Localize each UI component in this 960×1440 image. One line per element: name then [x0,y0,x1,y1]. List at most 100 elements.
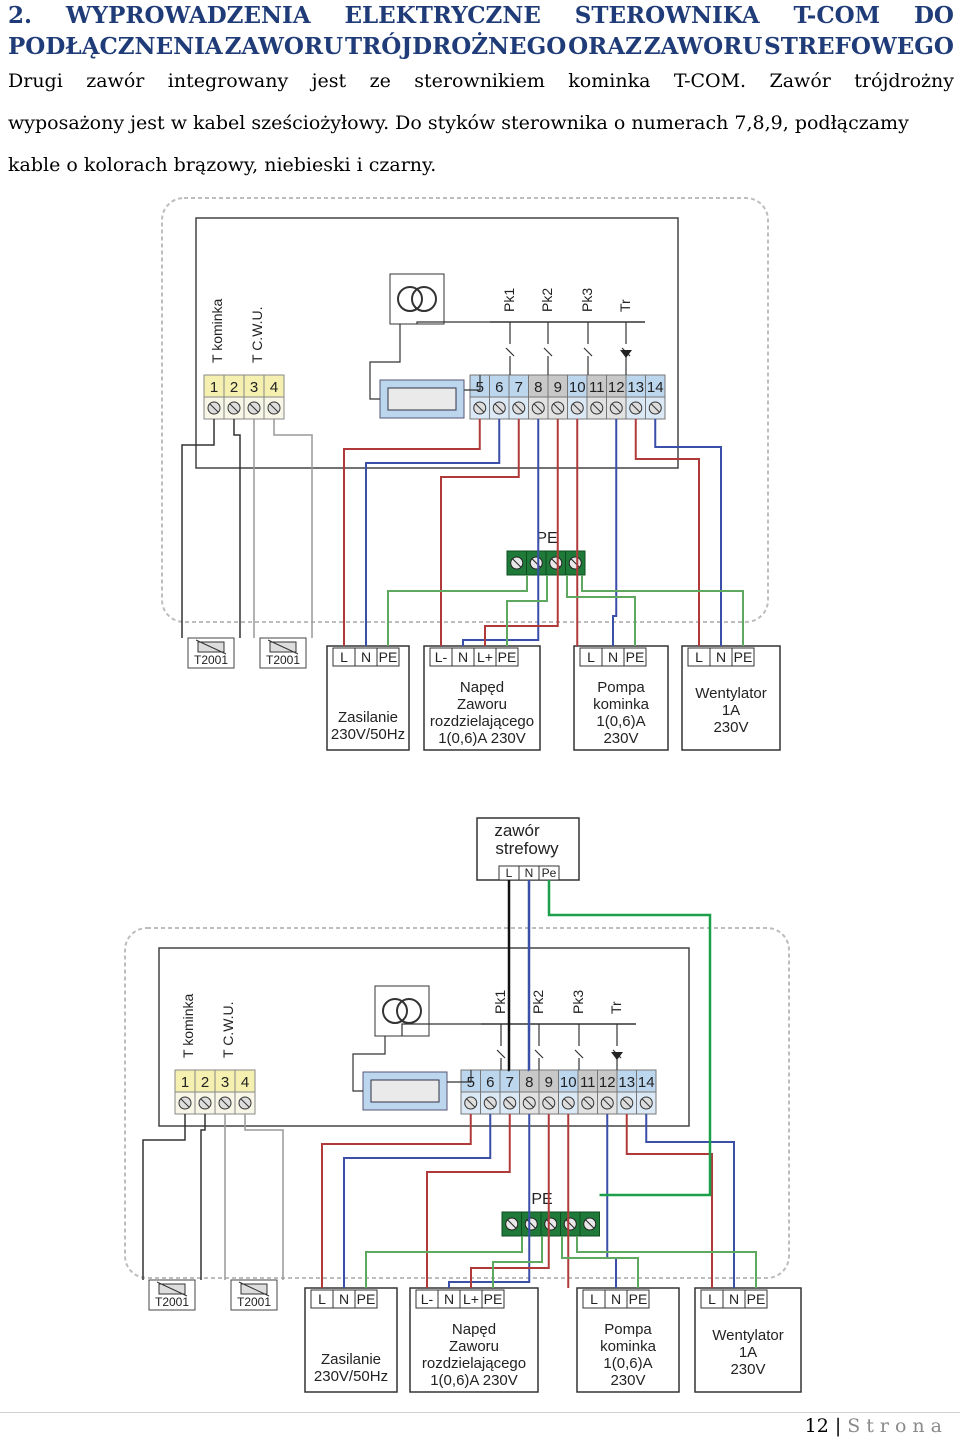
wire-brown [634,419,700,646]
controller-board [195,217,679,469]
intro-word: kominka [568,70,651,92]
terminal-screw-cell [558,1091,579,1115]
screw-slot [475,403,485,413]
pe-terminal [521,1211,542,1237]
thermistor-icon [197,641,225,653]
device-pin-label: N [608,649,618,665]
terminal-screw-cell [547,396,568,420]
screw-slot [533,403,543,413]
device-label-line: 230V/50Hz [314,1368,388,1385]
device-pin-label: L [318,1291,326,1307]
controller-board [158,947,690,1127]
terminal-number: 6 [495,379,503,396]
screw-slot [551,558,561,568]
device-pin [604,1289,628,1309]
triac-icon [620,350,632,358]
terminal-number: 1 [210,379,218,396]
device-label-line: Pompa [597,679,645,696]
sensor-label-cwu: T C.W.U. [249,306,265,363]
terminal-top [194,1069,216,1093]
device-pin [481,1289,505,1309]
screw-slot [565,1219,575,1229]
terminal-screw-cell [203,396,225,420]
terminal-number: 13 [627,379,644,396]
device-box [409,1287,539,1393]
intro-line-2: wyposażony jest w kabel sześciożyłowy. D… [8,112,909,134]
terminal-number: 2 [201,1074,209,1091]
device-pin-label: N [716,649,726,665]
terminal-number: 8 [525,1074,533,1091]
wire-green-zawor [547,880,712,1197]
wire-blue [645,1114,735,1288]
fuse-holder [379,379,465,419]
device-pin-label: PE [629,1291,648,1307]
heading-word: STREFOWEGO [764,33,954,60]
device-box [576,1287,680,1393]
device-pin [626,1289,650,1309]
wire-brown [440,419,520,646]
screw-icon [524,1217,538,1231]
sensor-t2001-box [187,637,235,669]
screw-icon [464,1096,478,1110]
heading-word: T-COM [793,2,881,29]
wire-blue [343,1114,492,1288]
device-label-line: 230V [603,730,638,747]
heading-line-2: PODŁĄCZNENIA ZAWORU TRÓJDROŻNEGO ORAZ ZA… [8,31,954,62]
device-pin-label: L- [435,649,448,665]
device-pin [744,1289,768,1309]
relay-switch [534,1049,544,1059]
thermistor-slash [156,1281,188,1297]
sensor-label-kominka: T kominka [180,993,196,1058]
screw-icon [549,556,563,570]
device-pin [709,647,733,667]
terminal-screw-cell [625,396,646,420]
device-pin-label: L [587,649,595,665]
terminal-number: 4 [241,1074,249,1091]
terminal-number: 11 [580,1074,596,1091]
internal-wire [447,1070,472,1083]
terminal-top [528,374,549,398]
screw-icon [238,1096,252,1110]
wire-pe [581,575,744,646]
screw-icon [620,1096,634,1110]
fuse-icon [370,1079,440,1103]
terminal-top [480,1069,501,1093]
screw-slot [585,1219,595,1229]
sensor-label-cwu: T C.W.U. [220,1001,236,1058]
relay-switch [612,1049,622,1059]
section-heading: 2. WYPROWADZENIA ELEKTRYCZNE STEROWNIKA … [8,0,954,62]
terminal-screw-cell [499,1091,520,1115]
terminal-top [636,1069,657,1093]
sensor-cable [181,419,215,638]
screw-slot [531,558,541,568]
device-label-line: rozdzielającego [430,713,534,730]
device-box [326,645,410,751]
wire-brown [470,1114,550,1288]
screw-slot [229,403,239,413]
device-pin [310,1289,334,1309]
screw-icon [639,1096,653,1110]
screw-slot [553,403,563,413]
zawor-pin [538,865,560,881]
terminal-number: 5 [476,379,484,396]
terminal-top [499,1069,520,1093]
screw-slot [622,1098,632,1108]
terminal-screw-cell [519,1091,540,1115]
pe-terminal [506,550,527,576]
pe-terminal [545,550,566,576]
pe-terminal [560,1211,581,1237]
sensor-t2001-box [230,1279,278,1311]
zawor-strefowy-title: strefowy [495,839,559,858]
intro-word: T-COM. [673,70,747,92]
internal-wire [369,324,401,400]
relay-switch [621,347,631,357]
terminal-top [586,374,607,398]
terminal-top [597,1069,618,1093]
screw-icon [505,1217,519,1231]
terminal-number: 6 [486,1074,494,1091]
wire-blue [654,419,722,646]
terminal-top [519,1069,540,1093]
device-label-line: Wentylator [695,685,766,702]
relay-label: Tr [617,299,633,312]
